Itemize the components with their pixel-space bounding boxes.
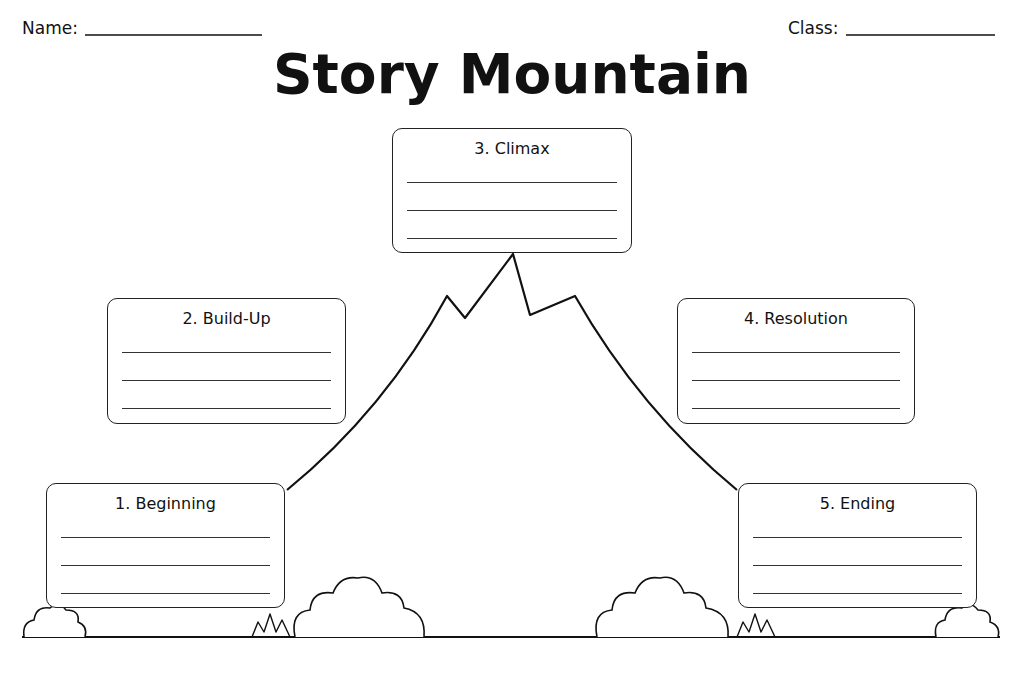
writing-line (61, 537, 270, 538)
writing-line (407, 182, 617, 183)
page-title: Story Mountain (0, 38, 1024, 110)
writing-line (407, 210, 617, 211)
writing-line (753, 565, 962, 566)
stage-heading: 5. Ending (739, 493, 976, 514)
story-stage-box: 3. Climax (392, 128, 632, 253)
bush (294, 577, 424, 637)
grass-tuft (252, 614, 290, 637)
writing-line (61, 593, 270, 594)
stage-heading: 1. Beginning (47, 493, 284, 514)
story-stage-box: 4. Resolution (677, 298, 915, 424)
bush (935, 604, 998, 637)
name-underline (85, 34, 262, 36)
field-label: Class: (788, 17, 838, 39)
story-stage-box: 5. Ending (738, 483, 977, 608)
bush (24, 604, 86, 637)
field-label: Name: (22, 17, 78, 39)
stage-heading: 2. Build-Up (108, 308, 345, 329)
writing-line (61, 565, 270, 566)
writing-line (122, 380, 331, 381)
writing-line (753, 537, 962, 538)
writing-line (122, 408, 331, 409)
writing-line (407, 238, 617, 239)
writing-line (753, 593, 962, 594)
story-stage-box: 2. Build-Up (107, 298, 346, 424)
story-stage-box: 1. Beginning (46, 483, 285, 608)
writing-line (692, 380, 900, 381)
grass-tuft (737, 614, 775, 637)
writing-line (122, 352, 331, 353)
ground-line (22, 636, 1000, 638)
mountain-outline (287, 254, 737, 490)
writing-line (692, 408, 900, 409)
stage-heading: 3. Climax (393, 138, 631, 159)
writing-line (692, 352, 900, 353)
stage-heading: 4. Resolution (678, 308, 914, 329)
bush (596, 577, 728, 637)
class-underline (846, 34, 995, 36)
